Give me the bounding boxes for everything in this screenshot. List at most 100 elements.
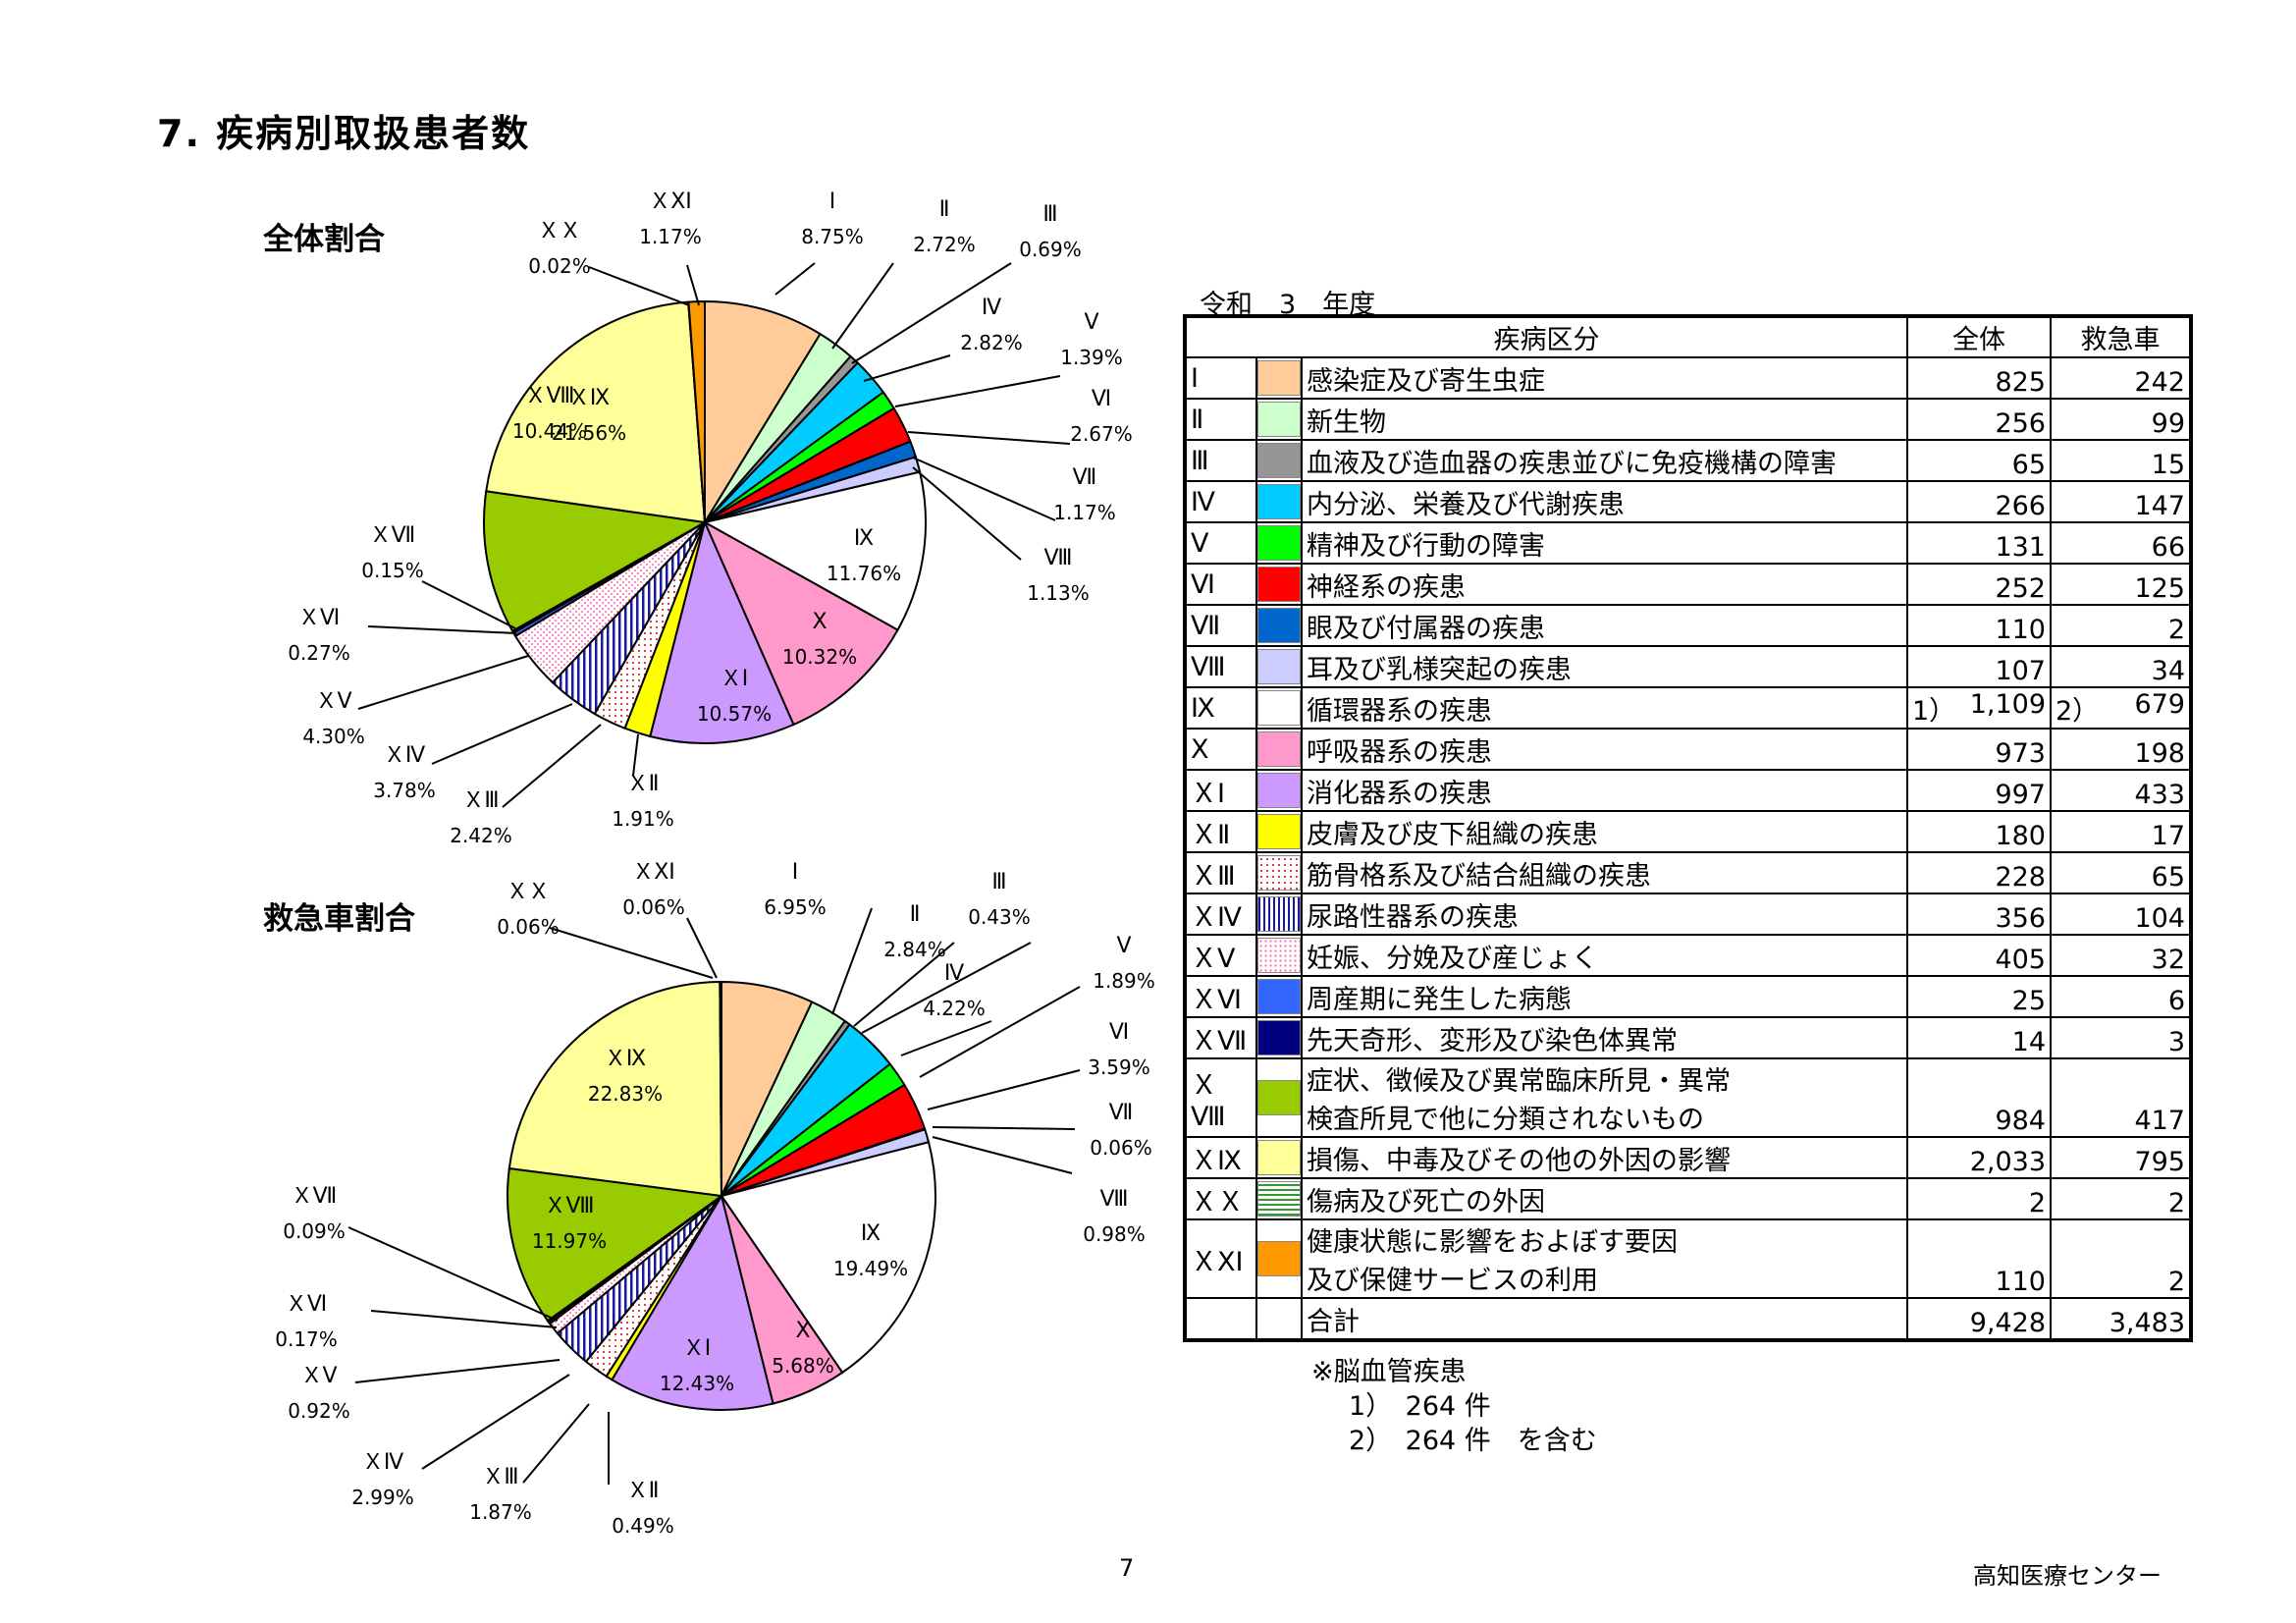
- count-value: 17: [2151, 821, 2185, 851]
- slice-percent-label: 0.15%: [361, 559, 424, 582]
- ambulance-count: 65: [2050, 851, 2192, 894]
- leader-line: [831, 907, 873, 1015]
- color-swatch: [1255, 521, 1303, 565]
- swatch-fill: [1257, 1080, 1301, 1115]
- count-value: 66: [2151, 532, 2185, 563]
- slice-percent-label: 22.83%: [588, 1082, 663, 1106]
- category-name: 筋骨格系及び結合組織の疾患: [1301, 851, 1908, 894]
- leader-line: [549, 927, 714, 979]
- color-swatch: [1255, 975, 1303, 1018]
- total-count: 984: [1906, 1057, 2052, 1138]
- leader-line: [919, 986, 1081, 1078]
- swatch-fill: [1257, 773, 1301, 808]
- color-swatch: [1255, 686, 1303, 730]
- leader-line: [354, 1359, 561, 1383]
- slice-percent-label: 10.32%: [782, 645, 857, 669]
- slice-percent-label: 4.22%: [923, 997, 986, 1020]
- category-code: ＸＸ: [1184, 1177, 1257, 1220]
- category-name: 血液及び造血器の疾患並びに免疫機構の障害: [1301, 439, 1908, 482]
- count-value: 2,033: [1969, 1147, 2046, 1177]
- color-swatch: [1255, 769, 1303, 812]
- category-code: Ⅲ: [1184, 439, 1257, 482]
- footnote-line: 2） 264 件 を含む: [1349, 1426, 1597, 1456]
- swatch-fill: [1257, 855, 1301, 891]
- total-count: 405: [1906, 934, 2052, 977]
- ambulance-count: 2: [2050, 604, 2192, 647]
- slice-percent-label: 2.99%: [351, 1486, 414, 1509]
- swatch-fill: [1257, 608, 1301, 643]
- slice-percent-label: 19.49%: [833, 1257, 908, 1280]
- swatch-fill: [1257, 896, 1301, 932]
- ambulance-count: 147: [2050, 480, 2192, 523]
- slice-category-label: Ⅸ: [861, 1221, 881, 1246]
- leader-line: [632, 733, 639, 777]
- swatch-fill: [1257, 484, 1301, 519]
- count-value: 32: [2151, 945, 2185, 975]
- category-name: 内分泌、栄養及び代謝疾患: [1301, 480, 1908, 523]
- slice-category-label: ＸⅦ: [370, 523, 416, 548]
- count-value: 34: [2151, 656, 2185, 686]
- count-value: 147: [2134, 491, 2185, 521]
- slice-category-label: Ⅰ: [829, 189, 836, 214]
- swatch-fill: [1257, 649, 1301, 684]
- slice-category-label: ＸⅥ: [286, 1292, 327, 1317]
- slice-percent-label: 6.95%: [764, 895, 827, 919]
- slice-percent-label: 10.44%: [512, 419, 587, 443]
- slice-category-label: Ⅲ: [1042, 202, 1057, 227]
- category-name: 神経系の疾患: [1301, 563, 1908, 606]
- category-name: 傷病及び死亡の外因: [1301, 1177, 1908, 1220]
- pie-slice: [702, 519, 899, 727]
- pie-charts: Ⅰ8.75%Ⅱ2.72%Ⅲ0.69%Ⅳ2.82%Ⅴ1.39%Ⅵ2.67%Ⅶ1.1…: [275, 189, 1155, 1538]
- leader-line: [431, 703, 573, 765]
- swatch-fill: [1257, 402, 1301, 437]
- leader-line: [588, 266, 690, 306]
- category-code: Ⅳ: [1184, 480, 1257, 523]
- category-name: 症状、徴候及び異常臨床所見・異常検査所見で他に分類されないもの: [1301, 1057, 1908, 1138]
- slice-category-label: Ⅲ: [991, 870, 1006, 894]
- total-count: 825: [1906, 356, 2052, 400]
- slice-category-label: Ⅵ: [1092, 387, 1111, 411]
- count-value: 825: [1995, 367, 2046, 398]
- color-swatch: [1255, 563, 1303, 606]
- category-code: ＸⅤ: [1184, 934, 1257, 977]
- count-value: 99: [2151, 408, 2185, 439]
- slice-category-label: ＸⅡ: [627, 1479, 660, 1503]
- slice-category-label: ＸⅠ: [721, 667, 749, 691]
- count-value: 2: [2028, 1188, 2046, 1218]
- leader-line: [522, 1403, 590, 1484]
- ambulance-count: 417: [2050, 1057, 2192, 1138]
- swatch-fill: [1257, 979, 1301, 1014]
- count-value: 2: [2167, 1188, 2185, 1218]
- slice-percent-label: 1.87%: [469, 1500, 532, 1524]
- ambulance-count: 32: [2050, 934, 2192, 977]
- category-name-line: 及び保健サービスの利用: [1307, 1266, 1598, 1296]
- swatch-fill: [1257, 360, 1301, 396]
- grand-total-ambulance: 3,483: [2050, 1297, 2192, 1341]
- slice-category-label: Ⅶ: [1109, 1101, 1134, 1125]
- category-code: ＸⅩⅠ: [1184, 1218, 1257, 1299]
- slice-percent-label: 0.02%: [528, 254, 591, 278]
- leader-line: [686, 264, 700, 306]
- color-swatch: [1255, 893, 1303, 936]
- pie-slice: [720, 1141, 936, 1375]
- slice-percent-label: 1.89%: [1093, 969, 1155, 993]
- leader-line: [863, 354, 951, 382]
- leader-line: [370, 1310, 558, 1328]
- footnote-line: ※脳血管疾患: [1311, 1357, 1467, 1387]
- total-count: 180: [1906, 810, 2052, 853]
- total-count: 110: [1906, 604, 2052, 647]
- count-value: 65: [2151, 862, 2185, 893]
- color-swatch: [1255, 728, 1303, 771]
- category-code: ＸⅡ: [1184, 810, 1257, 853]
- count-value: 252: [1995, 573, 2046, 604]
- ambulance-count: 125: [2050, 563, 2192, 606]
- category-name: 先天奇形、変形及び染色体異常: [1301, 1016, 1908, 1059]
- total-count: 356: [1906, 893, 2052, 936]
